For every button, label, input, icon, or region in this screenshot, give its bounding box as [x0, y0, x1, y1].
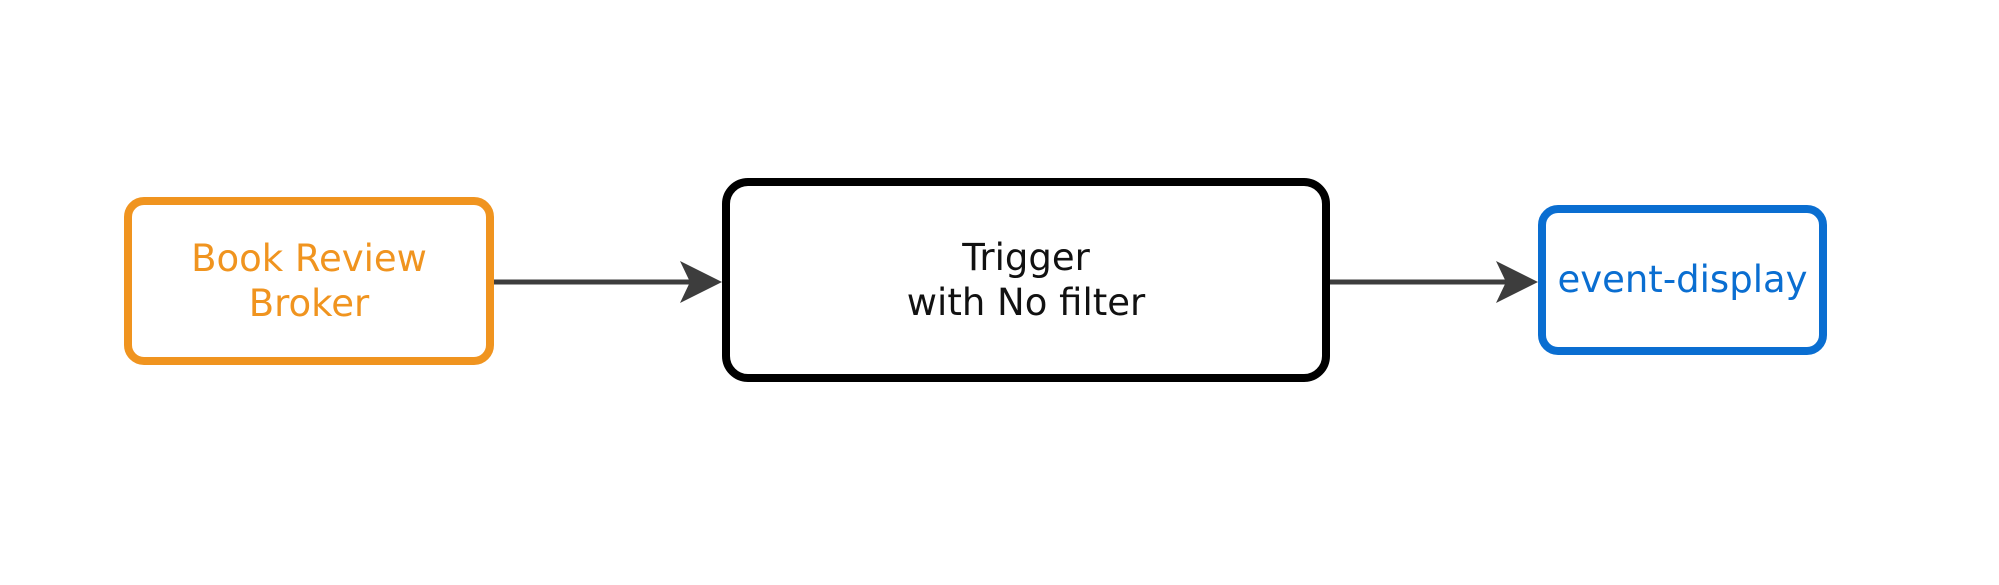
- node-book-review-broker[interactable]: Book Review Broker: [124, 197, 494, 365]
- node-trigger-label-line2: with No filter: [906, 281, 1146, 324]
- edge-broker-to-trigger: [494, 261, 722, 303]
- node-trigger-label-line1: Trigger: [962, 235, 1090, 279]
- edge-trigger-to-event-display: [1330, 261, 1538, 303]
- node-book-review-broker-label-line2: Broker: [248, 282, 370, 325]
- arrowhead-icon: [680, 261, 722, 303]
- node-book-review-broker-label-line1: Book Review: [191, 236, 427, 280]
- node-event-display[interactable]: event-display: [1538, 205, 1827, 355]
- node-trigger[interactable]: Trigger with No filter: [722, 178, 1330, 382]
- node-event-display-label: event-display: [1557, 258, 1808, 302]
- arrowhead-icon: [1496, 261, 1538, 303]
